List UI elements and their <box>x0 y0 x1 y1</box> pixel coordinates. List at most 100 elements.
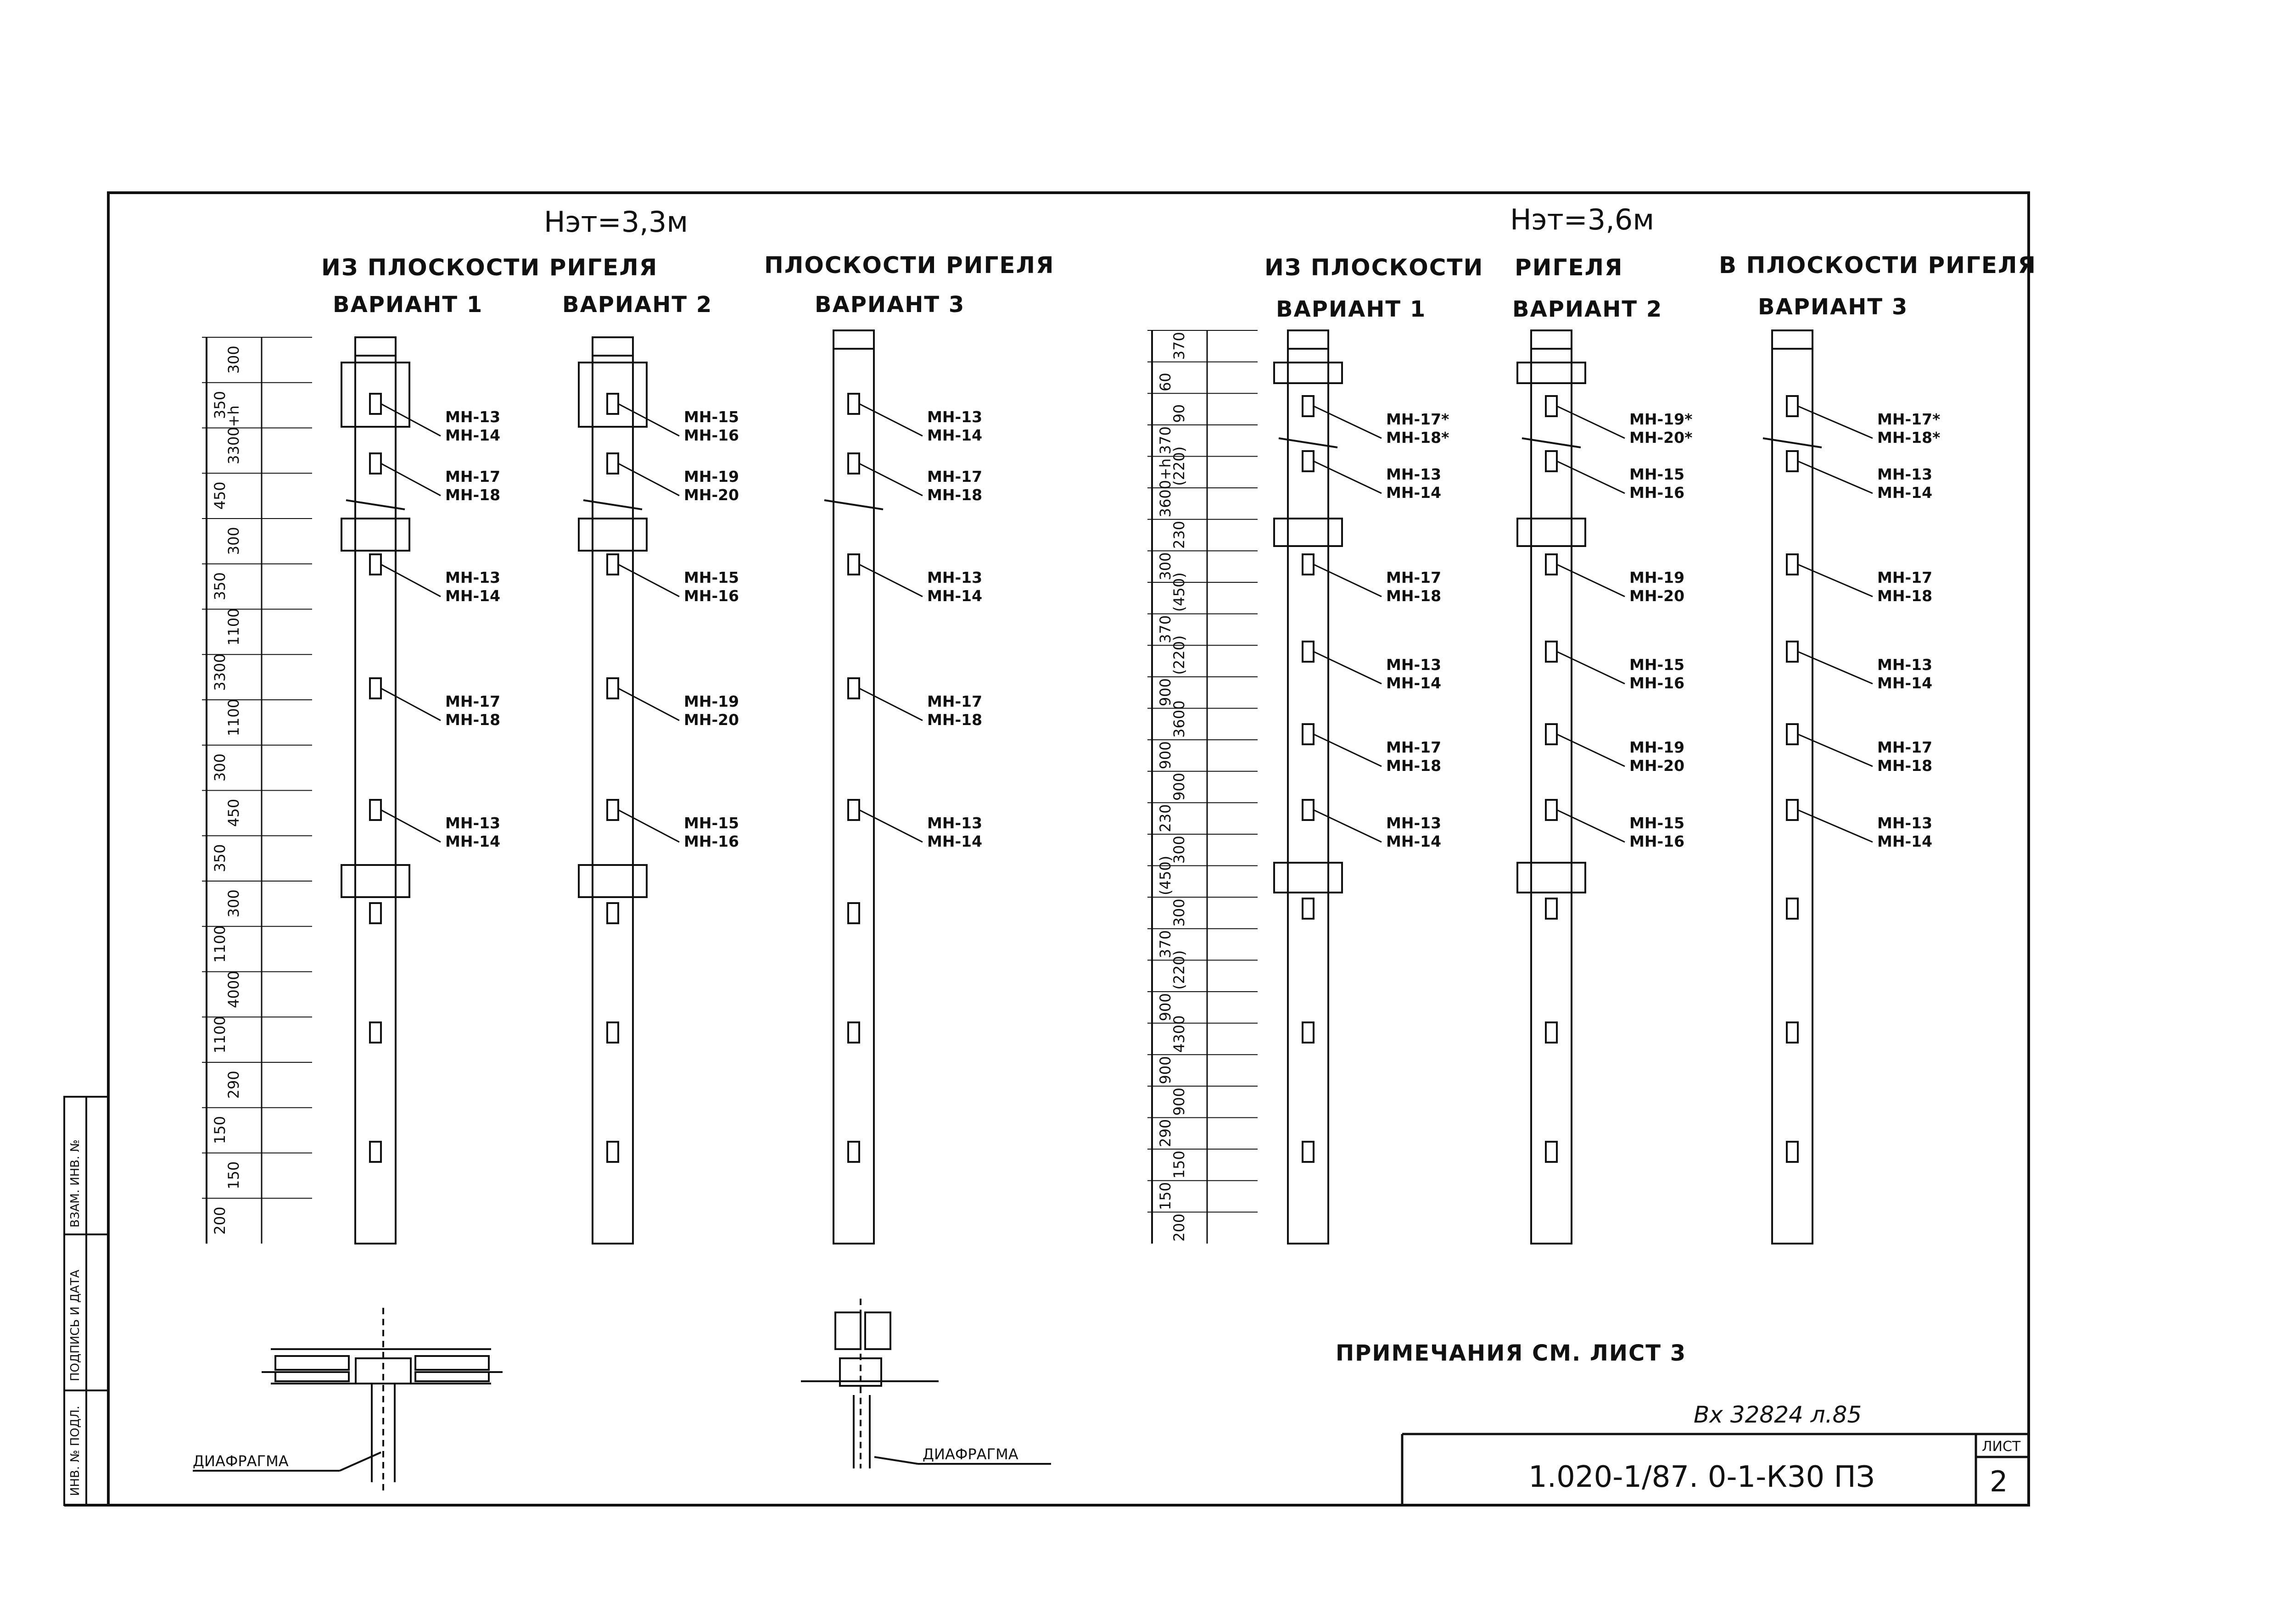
detail-mark-bottom: МН-14 <box>1877 832 1932 850</box>
detail-mark-bottom: МН-16 <box>684 832 739 850</box>
embedded-plate <box>369 393 382 415</box>
diaphragm-callout: ДИАФРАГМА <box>923 1445 1018 1463</box>
detail-mark-bottom: МН-18 <box>445 486 500 504</box>
embedded-plate <box>369 799 382 821</box>
detail-mark-bottom: МН-14 <box>927 426 982 444</box>
leader-line <box>1313 405 1382 439</box>
detail-mark-bottom: МН-16 <box>1629 484 1684 502</box>
detail-mark-bottom: МН-14 <box>1386 674 1441 692</box>
embedded-plate <box>369 1021 382 1044</box>
column-shaft <box>1771 329 1813 1245</box>
detail-mark-bottom: МН-18 <box>445 711 500 729</box>
detail-mark-bottom: МН-18 <box>1877 757 1932 775</box>
leader-line <box>1797 733 1873 767</box>
leader-line <box>1556 564 1625 597</box>
detail-mark-top: МН-17* <box>1877 410 1940 428</box>
embedded-plate <box>1786 553 1799 575</box>
embedded-plate <box>606 902 619 924</box>
embedded-plate <box>606 393 619 415</box>
variant-label: ВАРИАНТ 1 <box>333 292 483 318</box>
corbel <box>578 362 648 428</box>
embedded-plate <box>1545 395 1558 417</box>
handwritten-ref: Вх 32824 л.85 <box>1694 1401 1862 1428</box>
frame <box>64 191 2030 1507</box>
leader-line <box>380 403 441 437</box>
dimension-value: 370 <box>1157 930 1174 958</box>
detail-mark-top: МН-17 <box>927 692 982 710</box>
detail-mark-top: МН-17 <box>927 468 982 486</box>
leader-line <box>1797 651 1873 685</box>
embedded-plate <box>369 553 382 575</box>
leader-line <box>1313 460 1382 494</box>
dimension-value: 450 <box>211 482 229 510</box>
embedded-plate <box>1545 641 1558 663</box>
embedded-plate <box>1545 450 1558 472</box>
embedded-plate <box>606 799 619 821</box>
joint-mark <box>1762 437 1822 448</box>
column-variant-3: МН-13МН-14МН-17МН-18МН-13МН-14МН-17МН-18… <box>824 329 982 1245</box>
dimension-value: 1100 <box>225 608 242 645</box>
dimension-value: 900 <box>1157 1056 1174 1084</box>
detail-mark-bottom: МН-16 <box>684 587 739 605</box>
dimension-value: 900 <box>1157 741 1174 769</box>
diaphragm-detail-2 <box>801 1299 1051 1468</box>
leader-line <box>380 564 441 597</box>
dimension-value: 300 <box>1157 552 1174 580</box>
detail-mark-top: МН-19* <box>1629 410 1692 428</box>
leader-line <box>859 564 923 597</box>
detail-mark-top: МН-13 <box>1877 656 1932 674</box>
detail-mark-bottom: МН-14 <box>1877 674 1932 692</box>
column-head <box>1771 329 1813 350</box>
dimension-value: 4300 <box>1170 1016 1188 1053</box>
dimension-value: 1100 <box>225 699 242 736</box>
dimension-value: (450) <box>1170 572 1188 612</box>
embedded-plate <box>369 1141 382 1163</box>
detail-mark-top: МН-13 <box>1386 814 1441 832</box>
corbel <box>1516 518 1586 547</box>
corbel <box>578 518 648 552</box>
dimension-chain: 3706090370(220)3600+h230300(450)370(220)… <box>1147 330 1258 1244</box>
joint-mark <box>1522 437 1581 448</box>
embedded-plate <box>1545 1021 1558 1044</box>
embedded-plate <box>1786 395 1799 417</box>
column-variant-3: МН-17*МН-18*МН-13МН-14МН-17МН-18МН-13МН-… <box>1762 329 1940 1245</box>
side-block-sign: ПОДПИСЬ И ДАТА <box>68 1270 82 1381</box>
column-shaft <box>1287 329 1329 1245</box>
embedded-plate <box>1302 898 1315 920</box>
embedded-plate <box>606 677 619 699</box>
stamp-code: 1.020-1/87. 0-1-К30 ПЗ <box>1528 1460 1875 1494</box>
note-text: ПРИМЕЧАНИЯ СМ. ЛИСТ 3 <box>1336 1340 1686 1366</box>
corbel <box>1516 862 1586 893</box>
embedded-plate <box>1786 641 1799 663</box>
embedded-plate <box>1545 553 1558 575</box>
dimension-chain: 3003503300+h4503003501100330011003004503… <box>202 337 312 1244</box>
detail-mark-top: МН-17* <box>1386 410 1449 428</box>
embedded-plate <box>847 902 860 924</box>
embedded-plate <box>1302 395 1315 417</box>
dimension-value: 900 <box>1157 993 1174 1021</box>
embedded-plate <box>847 1141 860 1163</box>
dimension-value: 230 <box>1157 804 1174 832</box>
column-head <box>354 336 397 357</box>
sheet-number: 2 <box>1990 1465 2008 1498</box>
detail-mark-bottom: МН-14 <box>927 587 982 605</box>
dimension-value: 370 <box>1157 615 1174 643</box>
detail-mark-bottom: МН-16 <box>684 426 739 444</box>
detail-mark-top: МН-13 <box>927 408 982 426</box>
detail-mark-top: МН-13 <box>927 569 982 586</box>
joint-mark <box>1278 437 1338 448</box>
embedded-plate <box>1786 723 1799 745</box>
detail-mark-bottom: МН-14 <box>445 587 500 605</box>
leader-line <box>1313 733 1382 767</box>
corbel <box>1273 862 1343 893</box>
detail-mark-top: МН-13 <box>445 814 500 832</box>
leader-line <box>1313 564 1382 597</box>
column-variant-1: МН-13МН-14МН-17МН-18МН-13МН-14МН-17МН-18… <box>341 336 500 1245</box>
detail-mark-top: МН-13 <box>1386 465 1441 483</box>
embedded-plate <box>1302 450 1315 472</box>
embedded-plate <box>1302 641 1315 663</box>
detail-mark-bottom: МН-14 <box>1877 484 1932 502</box>
embedded-plate <box>1786 450 1799 472</box>
dimension-value: 300 <box>225 889 242 917</box>
